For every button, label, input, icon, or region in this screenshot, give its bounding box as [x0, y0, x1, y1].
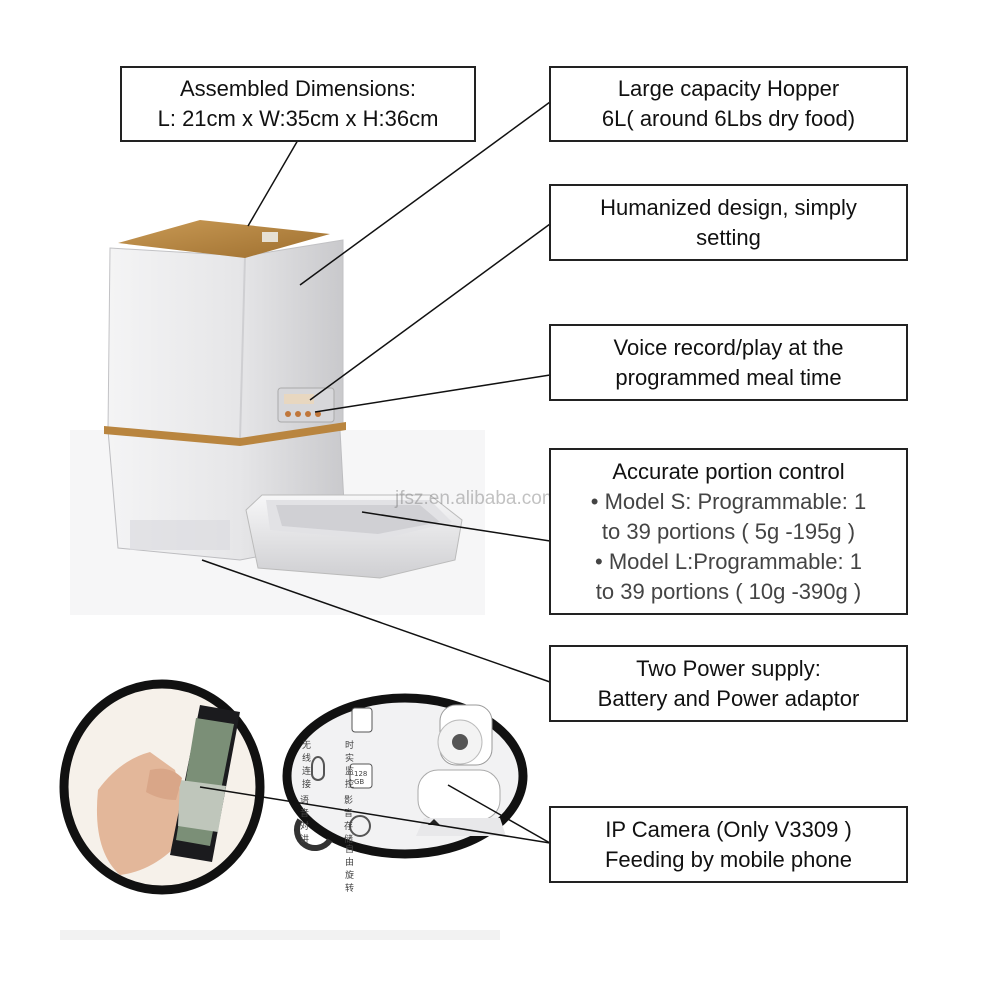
callout-dimensions-line1: Assembled Dimensions: — [180, 76, 416, 101]
model-l-line1: • Model L:Programmable: 1 — [595, 548, 862, 574]
callout-dimensions: Assembled Dimensions: L: 21cm x W:35cm x… — [120, 66, 476, 142]
callout-hopper-line1: Large capacity Hopper — [617, 76, 840, 101]
model-s-line1: • Model S: Programmable: 1 — [590, 488, 867, 514]
callout-camera-line2: Feeding by mobile phone — [604, 846, 853, 872]
model-s-line2: to 39 portions ( 5g -195g ) — [601, 518, 856, 544]
callout-hopper-line2: 6L( around 6Lbs dry food) — [601, 106, 856, 131]
model-l-line2: to 39 portions ( 10g -390g ) — [595, 578, 862, 604]
callout-camera: IP Camera (Only V3309 ) Feeding by mobil… — [549, 806, 908, 883]
callout-design: Humanized design, simply setting — [549, 184, 908, 261]
camera-app-illustration — [282, 693, 528, 859]
callout-camera-line1: IP Camera (Only V3309 ) — [605, 816, 852, 842]
portion-model-list: • Model S: Programmable: 1 to 39 portion… — [591, 487, 866, 607]
label-free-rotate: 自由旋转 — [345, 845, 355, 894]
lid-latch — [262, 232, 278, 242]
callout-power: Two Power supply: Battery and Power adap… — [549, 645, 908, 722]
floor-shadow — [60, 930, 500, 940]
pet-feeder — [104, 220, 463, 579]
label-two-way-talk: 语音对讲 — [300, 796, 310, 845]
control-panel — [277, 387, 335, 423]
trim-band — [104, 422, 346, 446]
callout-power-line2: Battery and Power adaptor — [597, 685, 860, 711]
callout-design-line1: Humanized design, simply — [600, 194, 857, 220]
callout-power-line1: Two Power supply: — [636, 655, 821, 681]
label-storage-size: 128 GB — [354, 770, 368, 786]
callout-voice-line2: programmed meal time — [615, 364, 842, 390]
callout-voice-line1: Voice record/play at the — [613, 334, 844, 360]
callout-design-line2: setting — [696, 224, 761, 250]
callout-portion-title: Accurate portion control — [612, 458, 845, 484]
leader-lines — [199, 101, 551, 844]
label-realtime-monitor: 时实监控 — [345, 741, 355, 790]
callout-hopper: Large capacity Hopper 6L( around 6Lbs dr… — [549, 66, 908, 142]
callout-dimensions-line2: L: 21cm x W:35cm x H:36cm — [157, 106, 439, 131]
label-video-storage: 影音存储 — [344, 796, 354, 845]
phone-illustration — [59, 679, 265, 895]
callout-portion: Accurate portion control • Model S: Prog… — [549, 448, 908, 615]
watermark: jfsz.en.alibaba.com — [395, 488, 558, 509]
label-remote-connect: 无线连接 — [302, 741, 312, 790]
callout-voice: Voice record/play at the programmed meal… — [549, 324, 908, 401]
